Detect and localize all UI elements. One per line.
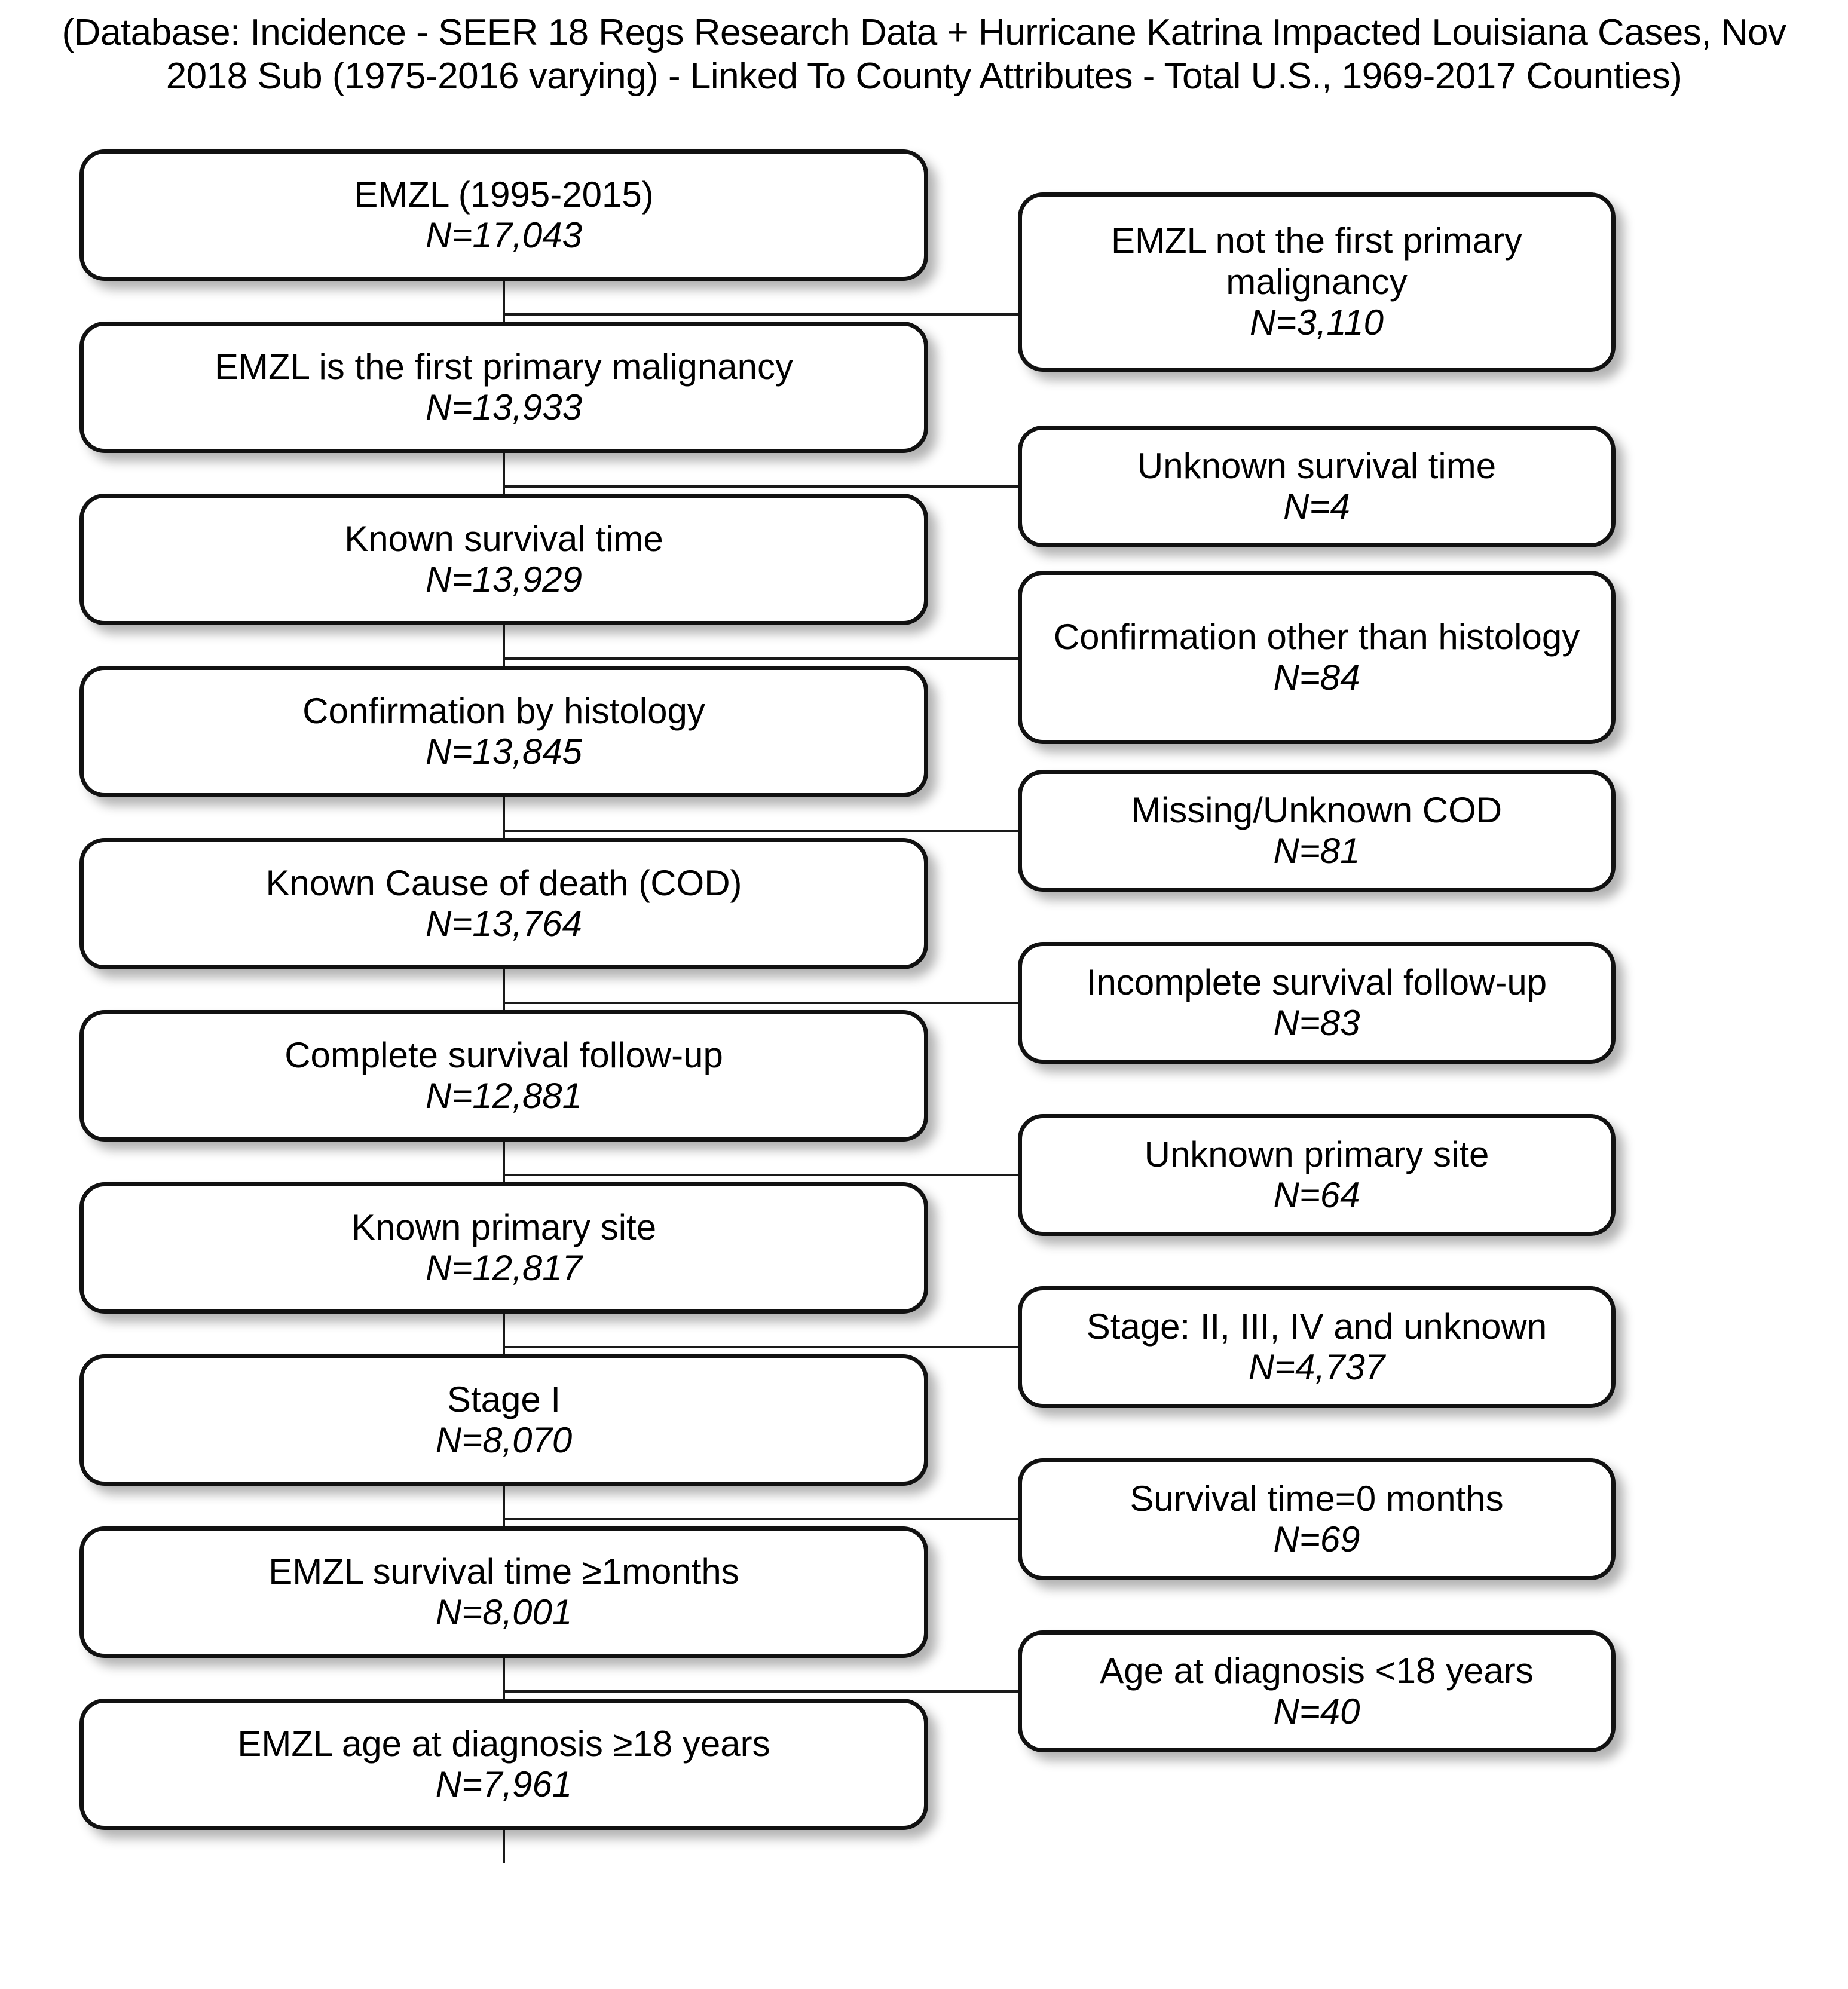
flow-node-count: N=84 <box>1273 657 1360 697</box>
flow-node-label: Incomplete survival follow-up <box>1086 962 1547 1002</box>
connector-branch-2 <box>503 485 1020 488</box>
flow-node-count: N=81 <box>1273 831 1360 871</box>
flow-node-label: EMZL survival time ≥1months <box>268 1551 739 1592</box>
flow-node-label: Known Cause of death (COD) <box>265 862 742 903</box>
flow-node-known-cod[interactable]: Known Cause of death (COD) N=13,764 <box>79 838 928 969</box>
flow-node-count: N=4,737 <box>1248 1347 1385 1387</box>
flow-node-label: Complete survival follow-up <box>284 1035 723 1075</box>
connector-branch-4 <box>503 830 1020 832</box>
flow-node-count: N=13,764 <box>426 904 582 944</box>
flow-node-count: N=8,070 <box>435 1420 573 1460</box>
flow-node-count: N=13,933 <box>426 387 582 427</box>
flow-node-label: Known primary site <box>351 1207 657 1247</box>
flow-node-missing-cod[interactable]: Missing/Unknown COD N=81 <box>1018 770 1616 892</box>
connector-branch-6 <box>503 1174 1020 1176</box>
flow-node-label: Confirmation by histology <box>302 690 705 731</box>
flow-node-count: N=8,001 <box>435 1592 573 1632</box>
flow-node-count: N=69 <box>1273 1519 1360 1559</box>
flow-node-known-site[interactable]: Known primary site N=12,817 <box>79 1182 928 1314</box>
flow-node-age-ge18[interactable]: EMZL age at diagnosis ≥18 years N=7,961 <box>79 1699 928 1830</box>
flow-node-count: N=12,817 <box>426 1248 582 1288</box>
connector-spine-10 <box>503 1830 505 1863</box>
flow-node-label: Unknown survival time <box>1137 445 1497 486</box>
flow-node-incomplete-followup[interactable]: Incomplete survival follow-up N=83 <box>1018 942 1616 1064</box>
flow-node-label: Stage: II, III, IV and unknown <box>1086 1306 1547 1347</box>
flow-node-confirm-histology[interactable]: Confirmation by histology N=13,845 <box>79 666 928 797</box>
flow-node-count: N=13,929 <box>426 559 582 599</box>
flow-node-count: N=64 <box>1273 1175 1360 1215</box>
flow-node-label: Confirmation other than histology <box>1053 616 1580 657</box>
flow-node-label: EMZL is the first primary malignancy <box>214 346 794 387</box>
connector-branch-5 <box>503 1002 1020 1004</box>
flow-node-label: Survival time=0 months <box>1130 1478 1504 1519</box>
flow-node-label: Known survival time <box>344 518 663 559</box>
flow-node-unknown-survival[interactable]: Unknown survival time N=4 <box>1018 426 1616 547</box>
flow-node-unknown-site[interactable]: Unknown primary site N=64 <box>1018 1114 1616 1236</box>
connector-branch-3 <box>503 657 1020 660</box>
flow-node-count: N=4 <box>1283 486 1350 527</box>
flow-node-count: N=83 <box>1273 1003 1360 1043</box>
flow-node-count: N=3,110 <box>1249 302 1384 343</box>
flow-node-stage-i[interactable]: Stage I N=8,070 <box>79 1354 928 1486</box>
connector-branch-1 <box>503 313 1020 316</box>
flow-node-other-confirmation[interactable]: Confirmation other than histology N=84 <box>1018 571 1616 744</box>
flow-node-label: EMZL (1995-2015) <box>354 174 654 215</box>
flow-node-label: EMZL not the first primary malignancy <box>1111 221 1522 302</box>
database-caption: (Database: Incidence - SEER 18 Regs Rese… <box>62 12 1786 97</box>
flow-node-count: N=7,961 <box>435 1764 573 1804</box>
flow-node-known-survival[interactable]: Known survival time N=13,929 <box>79 494 928 625</box>
flow-node-emzl-total[interactable]: EMZL (1995-2015) N=17,043 <box>79 149 928 281</box>
flow-node-complete-followup[interactable]: Complete survival follow-up N=12,881 <box>79 1010 928 1142</box>
flow-node-count: N=40 <box>1273 1691 1360 1731</box>
connector-branch-7 <box>503 1346 1020 1348</box>
flow-node-count: N=17,043 <box>426 215 582 255</box>
flow-node-count: N=13,845 <box>426 732 582 772</box>
connector-branch-9 <box>503 1690 1020 1693</box>
connector-branch-8 <box>503 1518 1020 1520</box>
flow-node-not-first-primary[interactable]: EMZL not the first primary malignancy N=… <box>1018 192 1616 372</box>
flow-node-label: Age at diagnosis <18 years <box>1100 1650 1534 1691</box>
flow-node-survival-ge1[interactable]: EMZL survival time ≥1months N=8,001 <box>79 1526 928 1658</box>
flow-node-label: Unknown primary site <box>1144 1134 1489 1174</box>
flow-node-label: Stage I <box>446 1379 561 1419</box>
flow-node-label: Missing/Unknown COD <box>1131 790 1503 830</box>
flow-node-label: EMZL age at diagnosis ≥18 years <box>237 1723 770 1764</box>
flow-node-count: N=12,881 <box>426 1076 582 1116</box>
flow-node-stage-other[interactable]: Stage: II, III, IV and unknown N=4,737 <box>1018 1286 1616 1408</box>
flow-node-age-under18[interactable]: Age at diagnosis <18 years N=40 <box>1018 1630 1616 1752</box>
flow-node-first-primary[interactable]: EMZL is the first primary malignancy N=1… <box>79 322 928 453</box>
flow-node-survival-zero[interactable]: Survival time=0 months N=69 <box>1018 1458 1616 1580</box>
